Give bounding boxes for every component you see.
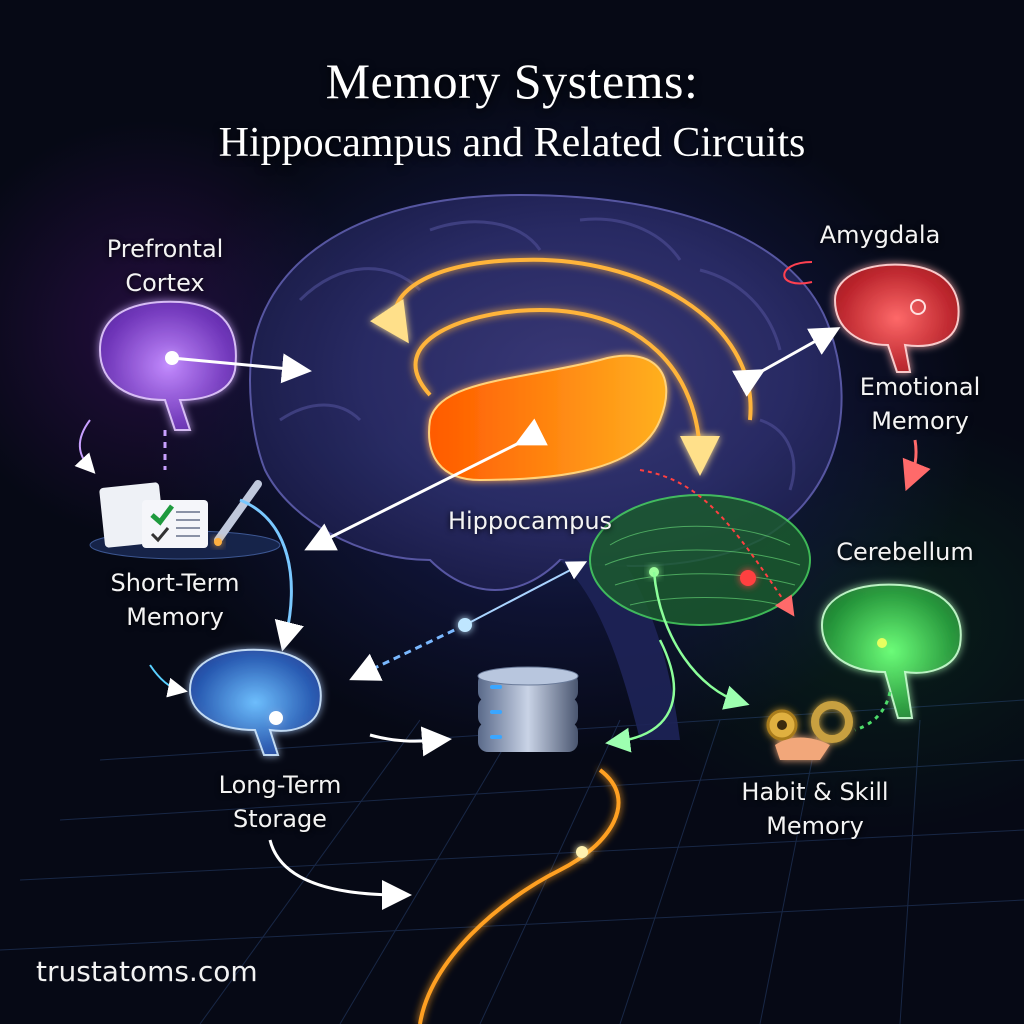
long-term-brain-icon <box>188 648 322 756</box>
page-subtitle: Hippocampus and Related Circuits <box>218 120 806 166</box>
cerebellum-brain-icon <box>820 583 962 719</box>
amygdala-brain-icon <box>833 263 960 373</box>
label-line: Emotional <box>859 373 981 401</box>
database-server-icon <box>477 666 579 752</box>
site-watermark: trustatoms.com <box>36 955 258 988</box>
label-line: Memory <box>766 812 864 840</box>
label-line: Memory <box>126 603 224 631</box>
label-long-term-storage: Long-Term Storage <box>180 768 380 836</box>
gears-hand-icon <box>766 701 853 760</box>
label-line: Storage <box>233 805 327 833</box>
page-title: Memory Systems: <box>325 53 699 109</box>
label-line: Long-Term <box>218 771 342 799</box>
label-line: Habit & Skill <box>741 778 889 806</box>
label-line: Cortex <box>125 269 205 297</box>
label-line: Memory <box>871 407 969 435</box>
label-emotional-memory: Emotional Memory <box>830 370 1010 438</box>
hippocampus-circuit <box>370 257 753 476</box>
label-line: Hippocampus <box>447 507 613 535</box>
label-hippocampus: Hippocampus <box>420 504 640 538</box>
label-line: Cerebellum <box>836 538 974 566</box>
label-line: Prefrontal <box>106 235 224 263</box>
prefrontal-brain-icon <box>98 300 237 431</box>
label-amygdala: Amygdala <box>800 218 960 252</box>
label-habit-skill-memory: Habit & Skill Memory <box>715 775 915 843</box>
label-cerebellum: Cerebellum <box>815 535 995 569</box>
label-line: Amygdala <box>819 221 941 249</box>
label-prefrontal-cortex: Prefrontal Cortex <box>70 232 260 300</box>
documents-checklist-pen-icon <box>89 480 281 560</box>
label-short-term-memory: Short-Term Memory <box>70 566 280 634</box>
label-line: Short-Term <box>110 569 240 597</box>
